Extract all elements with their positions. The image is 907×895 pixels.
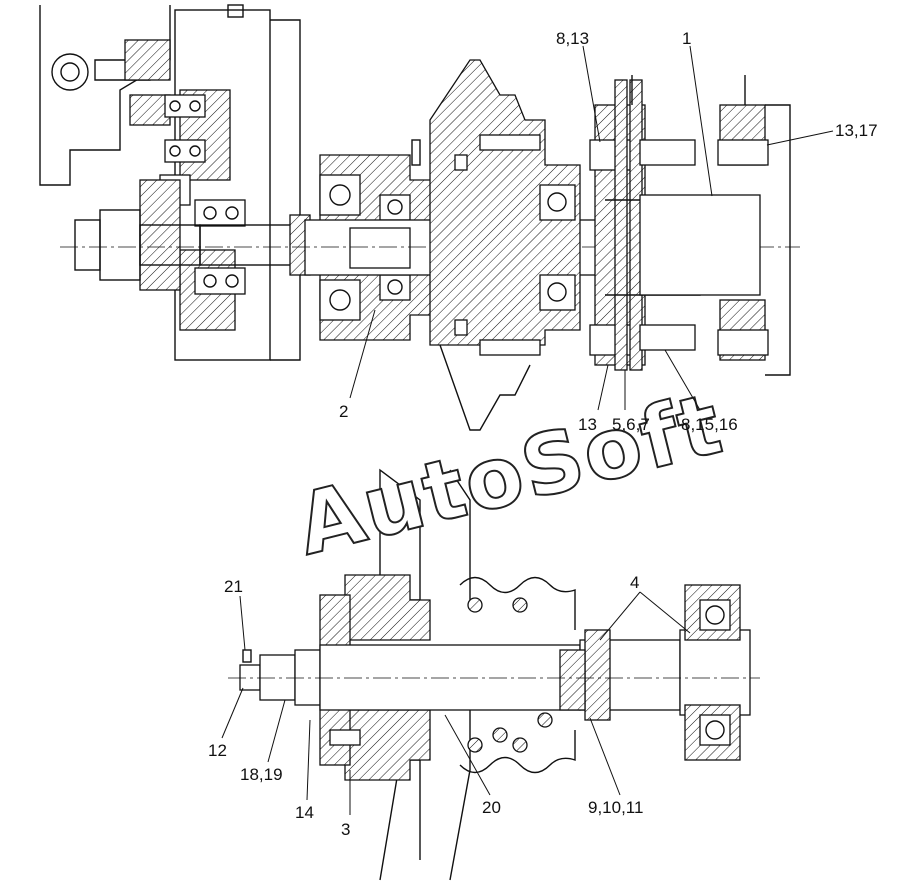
callout-2: 2 [339,402,348,421]
watermark-logo: AutoSoft [288,374,732,574]
callout-9-10-11: 9,10,11 [588,798,643,817]
callout-8-15-16: 8,15,16 [681,415,738,434]
coupling-flange [589,75,791,376]
callout-12: 12 [208,741,227,760]
upper-assembly-view [39,4,800,431]
callout-labels: 8,13 1 13,17 2 13 5,6,7 8,15,16 21 4 12 … [208,29,878,839]
callout-13: 13 [578,415,597,434]
callout-21: 21 [224,577,243,596]
spring-bellows [459,576,576,774]
callout-3: 3 [341,820,350,839]
callout-4: 4 [630,573,639,592]
upper-pulley [429,59,581,431]
lower-assembly-view [228,468,760,881]
callout-1: 1 [682,29,691,48]
left-bearings [164,94,246,295]
right-bearing [684,584,741,761]
pulley-hub [319,574,431,781]
callout-14: 14 [295,803,314,822]
leader-lines [221,45,834,815]
lower-shaft [228,629,760,721]
left-housing [39,4,301,361]
callout-13-17: 13,17 [835,121,878,140]
callout-5-6-7: 5,6,7 [612,415,650,434]
callout-20: 20 [482,798,501,817]
callout-18-19: 18,19 [240,765,283,784]
callout-8-13: 8,13 [556,29,589,48]
